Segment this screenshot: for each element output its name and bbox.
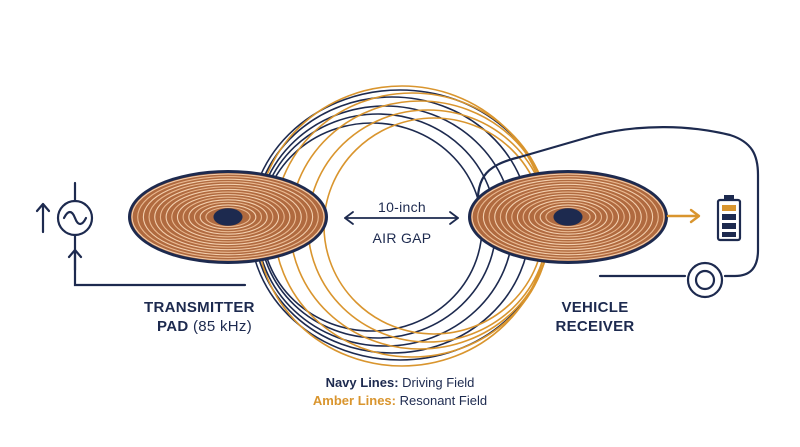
rx-coil-turn-7 xyxy=(511,191,625,243)
legend-navy-value: Driving Field xyxy=(402,375,475,390)
gap-label: AIR GAP xyxy=(372,230,432,246)
tx-coil-turn-8 xyxy=(176,194,280,240)
legend-amber-key: Amber Lines: xyxy=(312,393,396,408)
tx-coil-turn-1 xyxy=(137,176,319,258)
rx-coil-turn-11 xyxy=(533,201,603,233)
tx-coil-turn-5 xyxy=(159,186,297,248)
transmitter-coil xyxy=(128,170,328,264)
tx-coil-turn-2 xyxy=(142,178,314,256)
car-outline-icon xyxy=(476,126,760,299)
charge-arrow-icon xyxy=(666,208,701,224)
current-arrow-icon xyxy=(35,202,83,272)
transmitter-title: TRANSMITTER xyxy=(144,299,255,316)
tx-coil-turn-3 xyxy=(148,181,308,253)
transmitter-subtitle: PAD (85 kHz) xyxy=(157,318,252,336)
gap-label-backdrop xyxy=(338,190,466,252)
rx-coil-turn-4 xyxy=(494,183,642,251)
rx-coil-turn-9 xyxy=(522,196,614,238)
transmitter-frequency: (85 kHz) xyxy=(192,318,253,335)
transmitter-pad-label: PAD xyxy=(157,318,189,335)
rx-coil-turn-6 xyxy=(505,188,631,246)
tx-coil-turn-9 xyxy=(182,196,274,238)
gap-distance: 10-inch xyxy=(377,199,427,215)
battery-icon xyxy=(716,195,742,242)
receiver-line2: RECEIVER xyxy=(555,318,635,335)
tx-coil-turn-11 xyxy=(193,201,263,233)
rx-coil-turn-3 xyxy=(488,181,648,253)
legend-amber: Amber Lines: Resonant Field xyxy=(0,393,800,409)
rx-coil-turn-0 xyxy=(471,173,665,261)
tx-coil-turn-6 xyxy=(165,188,291,246)
receiver-coil xyxy=(468,170,668,264)
rx-coil-turn-5 xyxy=(499,186,637,248)
rx-coil-turn-13 xyxy=(545,206,591,228)
legend-navy: Navy Lines: Driving Field xyxy=(0,375,800,391)
receiver-line1: VEHICLE xyxy=(561,299,629,316)
tx-coil-turn-12 xyxy=(199,204,257,230)
rx-coil-turn-2 xyxy=(482,178,654,256)
tx-coil-turn-10 xyxy=(188,199,268,235)
rx-coil-turn-1 xyxy=(477,176,659,258)
rx-coil-turn-10 xyxy=(528,199,608,235)
tx-coil-turn-13 xyxy=(205,206,251,228)
double-arrow-icon xyxy=(344,211,459,225)
tx-coil-turn-4 xyxy=(154,183,302,251)
tx-coil-core xyxy=(213,208,243,226)
legend-amber-value: Resonant Field xyxy=(399,393,488,408)
tx-coil-turn-7 xyxy=(171,191,285,243)
rx-coil-turn-8 xyxy=(516,194,620,240)
tx-coil-turn-0 xyxy=(131,173,325,261)
legend-navy-key: Navy Lines: xyxy=(325,375,399,390)
rx-coil-turn-12 xyxy=(539,204,597,230)
rx-coil-core xyxy=(553,208,583,226)
